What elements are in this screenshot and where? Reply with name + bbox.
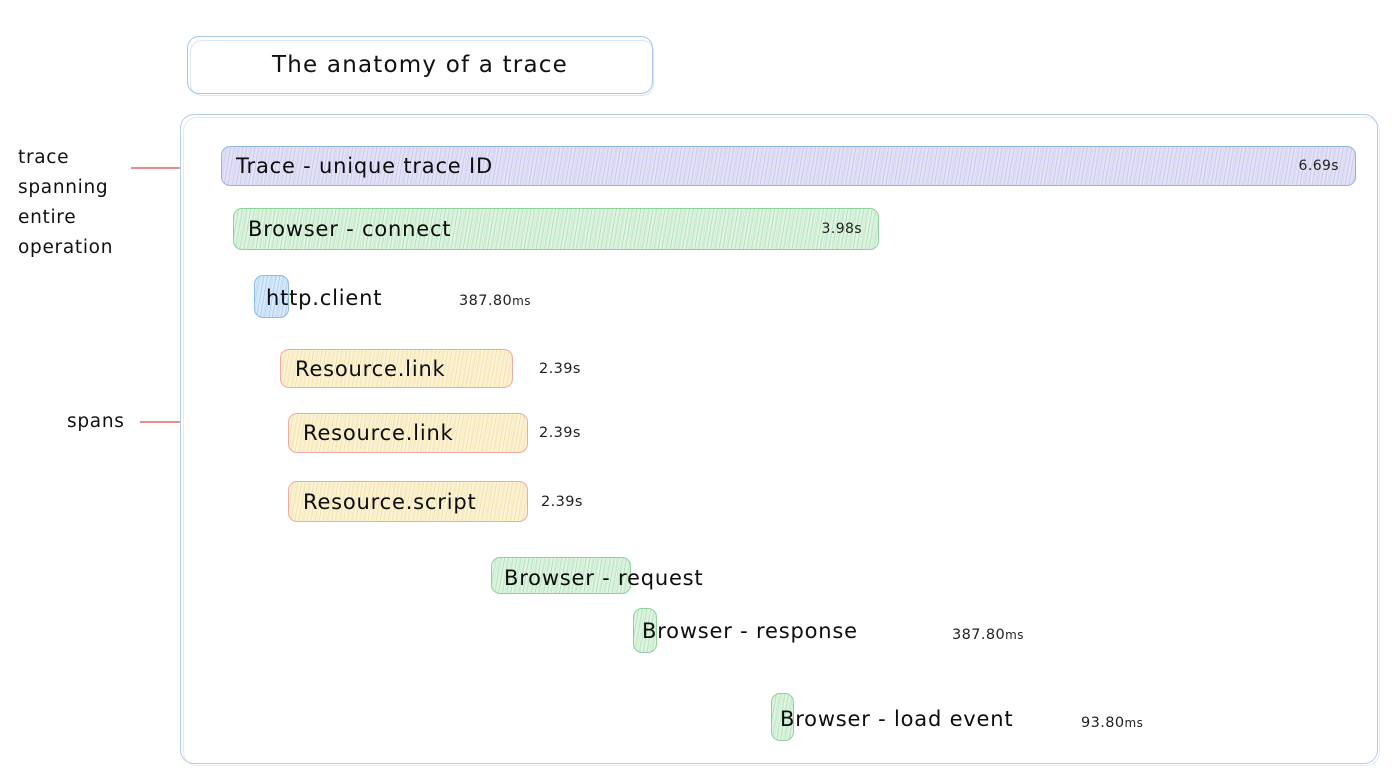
browser-load-event-bar-label: Browser - load event [780, 707, 1014, 731]
resource-script-bar-duration: 2.39s [541, 494, 583, 510]
resource-link-bar-1-label: Resource.link [295, 356, 446, 381]
resource-link-bar-2-label: Resource.link [303, 421, 454, 445]
resource-link-bar-2[interactable]: Resource.link [288, 413, 528, 453]
browser-request-bar-label: Browser - request [504, 566, 704, 590]
browser-connect-bar[interactable]: Browser - connect 3.98s [233, 208, 879, 250]
browser-request-bar[interactable] [491, 557, 631, 594]
browser-response-bar[interactable] [633, 608, 657, 653]
title-box: The anatomy of a trace [187, 36, 654, 96]
http-client-bar-duration: 387.80ms [459, 293, 531, 309]
resource-link-bar-2-duration: 2.39s [539, 425, 581, 441]
browser-connect-bar-label: Browser - connect [248, 217, 452, 241]
resource-link-bar-1[interactable]: Resource.link [280, 349, 513, 388]
browser-connect-bar-duration: 3.98s [821, 221, 862, 237]
http-client-bar[interactable] [254, 275, 289, 318]
spans-annotation-label: spans [67, 411, 125, 432]
trace-annotation-label: trace spanning entire operation [18, 147, 114, 258]
resource-link-bar-1-duration: 2.39s [539, 361, 581, 377]
resource-script-bar[interactable]: Resource.script [288, 481, 528, 522]
browser-load-event-bar-duration: 93.80ms [1081, 715, 1144, 731]
spans-annotation-connector [140, 421, 213, 423]
browser-response-bar-label: Browser - response [642, 619, 858, 643]
trace-bar-duration: 6.69s [1298, 158, 1339, 174]
trace-diagram-container: Trace - unique trace ID 6.69s Browser - … [180, 114, 1380, 766]
trace-bar-label: Trace - unique trace ID [236, 154, 493, 178]
trace-annotation-connector [131, 167, 206, 169]
resource-script-bar-label: Resource.script [303, 489, 477, 514]
browser-response-bar-duration: 387.80ms [952, 627, 1024, 643]
page-title: The anatomy of a trace [272, 52, 568, 78]
browser-load-event-bar[interactable] [771, 693, 794, 741]
trace-bar[interactable]: Trace - unique trace ID 6.69s [221, 146, 1356, 186]
http-client-bar-label: http.client [266, 286, 383, 310]
